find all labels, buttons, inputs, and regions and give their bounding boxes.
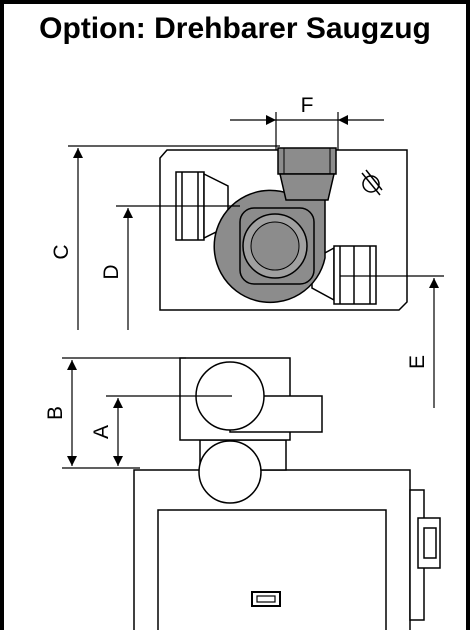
dimension-label-f: F	[301, 94, 314, 117]
dimension-e	[340, 275, 444, 408]
fan-housing	[213, 189, 326, 304]
dimension-label-a: A	[90, 425, 113, 439]
page-title: Option: Drehbarer Saugzug	[39, 12, 431, 45]
dimension-b	[62, 357, 186, 469]
exhaust-spigot	[277, 147, 337, 201]
dimension-label-d: D	[100, 264, 123, 279]
side-view	[133, 357, 441, 630]
dimension-c	[68, 145, 280, 330]
dimension-d	[116, 205, 240, 330]
dimension-label-e: E	[406, 355, 429, 369]
adjustment-screw-icon	[361, 169, 383, 196]
dimension-f	[230, 112, 384, 150]
dimension-label-c: C	[50, 244, 73, 259]
right-outlet-pipe	[311, 245, 377, 305]
dimension-label-b: B	[44, 406, 67, 420]
dimension-a	[106, 395, 232, 466]
